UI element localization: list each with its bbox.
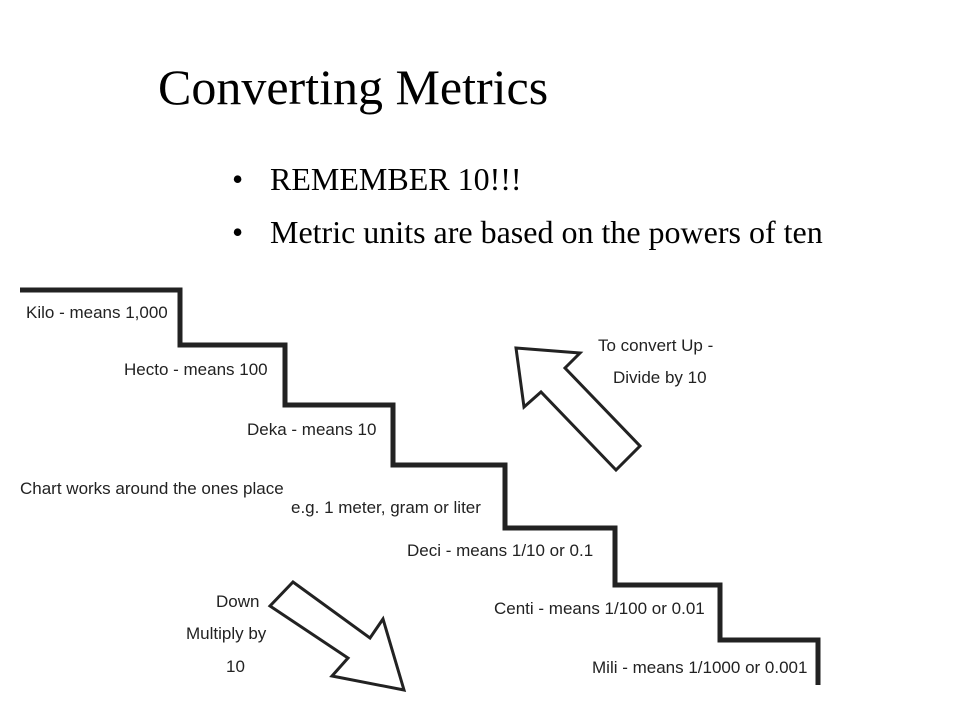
convert-up-bold-word: Divide xyxy=(613,368,660,387)
step-label-deci: Deci - means 1/10 or 0.1 xyxy=(407,541,593,560)
arrow-up-left-icon xyxy=(514,346,643,473)
step-label-kilo: Kilo - means 1,000 xyxy=(26,303,168,322)
step-label-hecto: Hecto - means 100 xyxy=(124,360,268,379)
ones-place-example: e.g. 1 meter, gram or liter xyxy=(291,498,481,517)
bullet-text: REMEMBER 10!!! xyxy=(270,161,522,197)
slide-title: Converting Metrics xyxy=(158,59,549,115)
convert-up-instruction: Divide by 10 xyxy=(613,368,707,387)
convert-down-rest: by xyxy=(244,624,267,643)
convert-up-rest: by 10 xyxy=(660,368,706,387)
step-label-centi: Centi - means 1/100 or 0.01 xyxy=(494,599,705,618)
convert-down-line1: Down xyxy=(216,592,259,611)
bullet-icon: • xyxy=(232,214,244,251)
bullet-list: • REMEMBER 10!!! • Metric units are base… xyxy=(232,160,952,266)
bullet-icon: • xyxy=(232,161,244,197)
ones-place-note: Chart works around the ones place xyxy=(20,479,284,498)
step-label-deka: Deka - means 10 xyxy=(247,420,376,439)
convert-down-bold-word: Multiply xyxy=(186,624,244,643)
convert-down-line3: 10 xyxy=(226,657,245,676)
convert-up-text: To convert Up - xyxy=(598,336,713,355)
bullet-text: Metric units are based on the powers of … xyxy=(270,214,823,251)
staircase-line xyxy=(20,287,821,685)
convert-down-instruction: Multiply by xyxy=(186,624,267,643)
step-label-mili: Mili - means 1/1000 or 0.001 xyxy=(592,658,807,677)
bullet-item: • REMEMBER 10!!! xyxy=(232,160,952,199)
arrow-down-right-icon xyxy=(267,580,407,692)
bullet-item: • Metric units are based on the powers o… xyxy=(232,213,952,252)
